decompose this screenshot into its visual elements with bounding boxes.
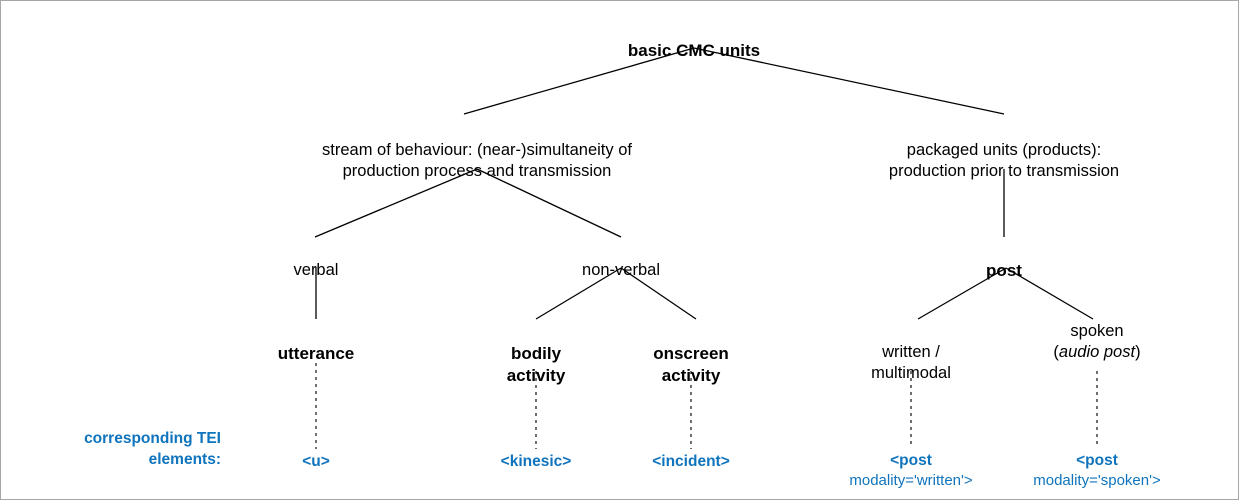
tei-element-post-written: <post modality='written'> xyxy=(821,451,1001,491)
tei-caption-line1: corresponding TEI xyxy=(84,430,221,447)
tei-element-kinesic-label: <kinesic> xyxy=(500,453,572,470)
paren-open: ( xyxy=(1053,343,1059,362)
tei-element-post-written-line2: modality='written'> xyxy=(849,472,973,490)
tei-element-kinesic: <kinesic> xyxy=(456,452,616,472)
node-spoken-line1: spoken xyxy=(1070,322,1124,340)
node-onscreen-activity: onscreen activity xyxy=(611,321,771,386)
node-stream-of-behaviour: stream of behaviour: (near-)simultaneity… xyxy=(277,119,677,182)
node-spoken-line2: (audio post) xyxy=(1017,342,1177,363)
node-verbal: verbal xyxy=(216,239,416,281)
tei-element-incident: <incident> xyxy=(611,452,771,472)
node-written-multimodal-label: written / multimodal xyxy=(871,343,951,383)
node-verbal-label: verbal xyxy=(293,261,339,280)
node-non-verbal: non-verbal xyxy=(521,239,721,281)
node-onscreen-activity-label: onscreen activity xyxy=(653,343,729,385)
tei-element-u: <u> xyxy=(236,452,396,472)
paren-close: ) xyxy=(1135,343,1141,362)
node-bodily-activity: bodily activity xyxy=(456,321,616,386)
node-stream-of-behaviour-label: stream of behaviour: (near-)simultaneity… xyxy=(322,141,632,181)
node-post: post xyxy=(904,238,1104,282)
node-utterance: utterance xyxy=(216,321,416,365)
tei-caption: corresponding TEI elements: xyxy=(21,429,221,471)
tei-element-post-written-line1: <post xyxy=(890,452,932,469)
node-bodily-activity-label: bodily activity xyxy=(506,343,566,385)
tei-element-u-label: <u> xyxy=(302,453,330,470)
node-basic-cmc-units: basic CMC units xyxy=(544,18,844,62)
node-packaged-units-label: packaged units (products): production pr… xyxy=(888,141,1120,181)
audio-post-italic: audio post xyxy=(1058,343,1136,362)
tei-caption-line2: elements: xyxy=(148,450,221,468)
tei-element-post-spoken-line2: modality='spoken'> xyxy=(1033,472,1161,490)
tei-element-post-spoken-line1: <post xyxy=(1076,452,1118,469)
node-packaged-units: packaged units (products): production pr… xyxy=(854,119,1154,182)
node-basic-cmc-units-label: basic CMC units xyxy=(627,40,761,60)
tei-element-incident-label: <incident> xyxy=(652,453,730,470)
tei-element-post-spoken: <post modality='spoken'> xyxy=(1007,451,1187,491)
node-spoken-audio-post: spoken (audio post) xyxy=(1017,321,1177,363)
node-post-label: post xyxy=(986,260,1022,280)
node-written-multimodal: written / multimodal xyxy=(831,321,991,384)
node-non-verbal-label: non-verbal xyxy=(582,261,660,280)
node-utterance-label: utterance xyxy=(277,343,355,363)
